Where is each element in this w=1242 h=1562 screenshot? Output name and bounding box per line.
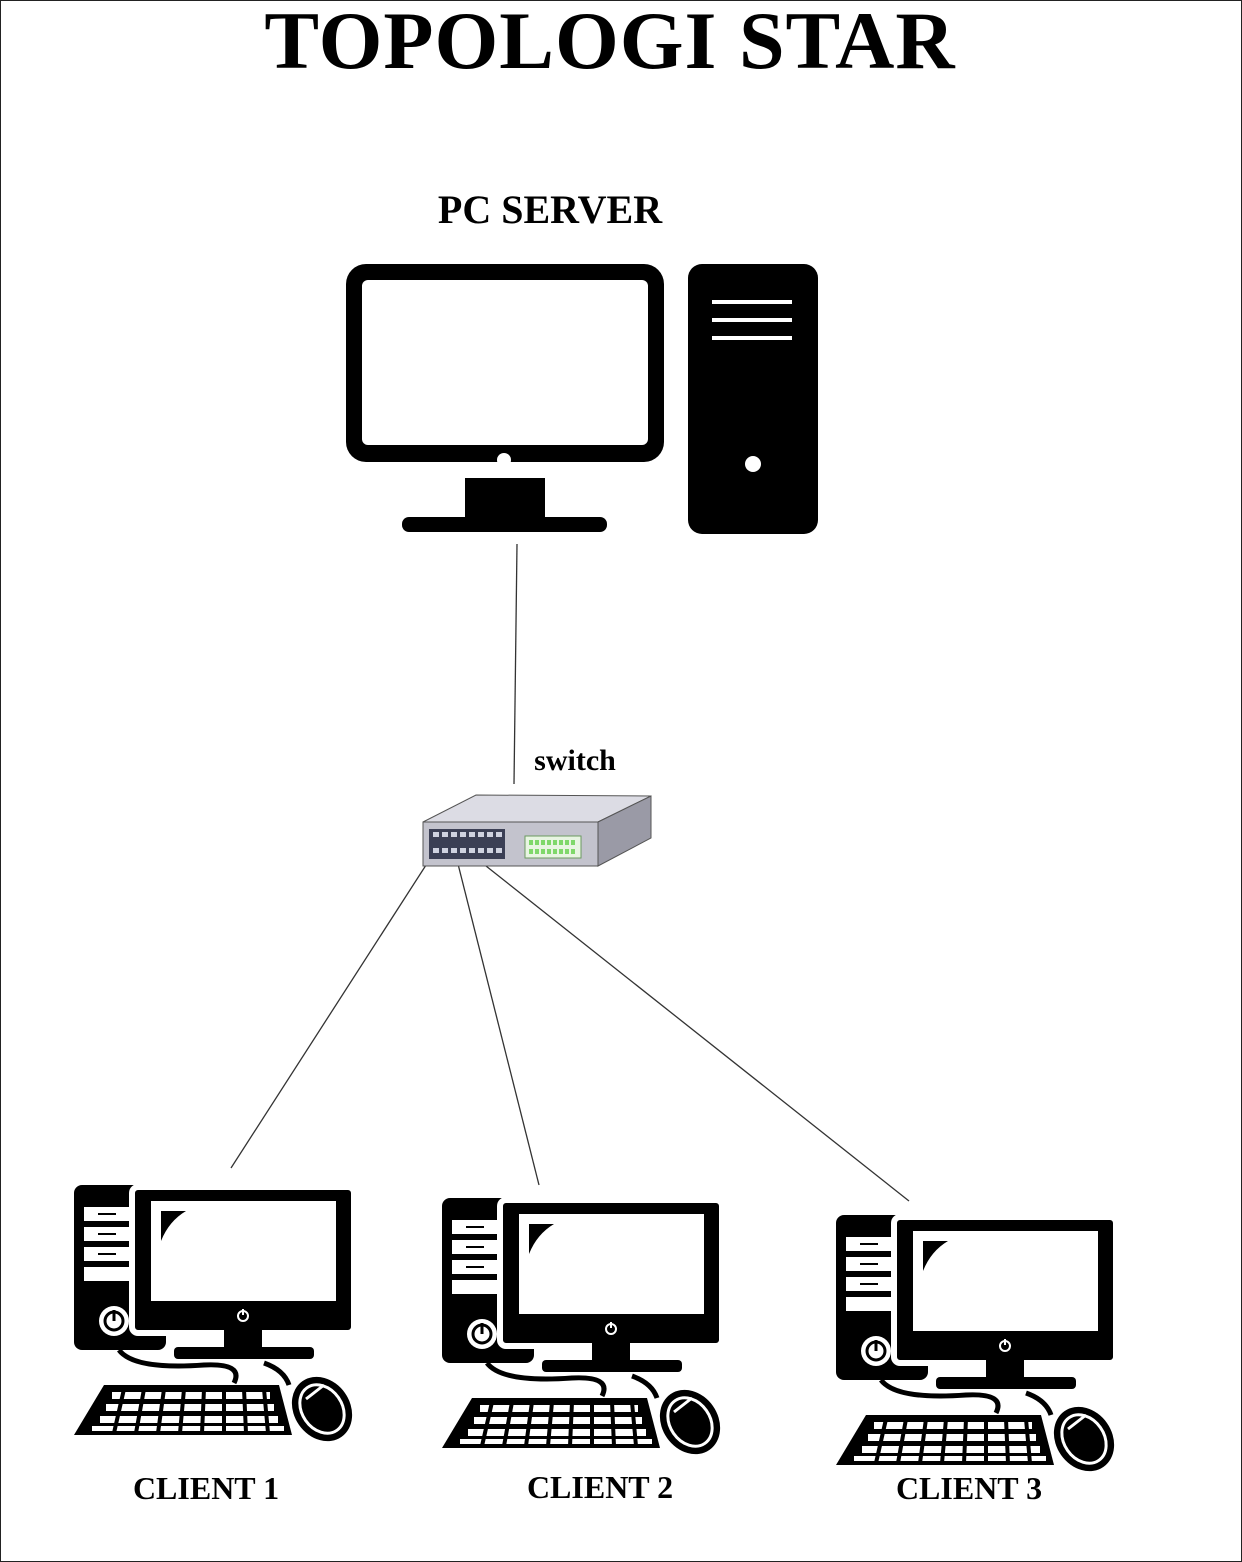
diagram-title: TOPOLOGI STAR	[264, 0, 956, 86]
client-3-workstation-icon	[836, 1215, 1126, 1483]
client-2-label: CLIENT 2	[526, 1469, 674, 1505]
server-label: PC SERVER	[437, 187, 663, 232]
link-server-switch	[513, 543, 518, 785]
switch-label: switch	[534, 744, 616, 777]
link-switch-client-3	[485, 865, 910, 1202]
link-switch-client-1	[230, 861, 429, 1169]
connection-lines	[230, 543, 910, 1202]
client-1-label: CLIENT 1	[132, 1470, 280, 1506]
client-3-label: CLIENT 3	[895, 1470, 1043, 1506]
link-switch-client-2	[457, 863, 540, 1186]
network-switch-icon	[422, 794, 652, 867]
desktop-computer-icon	[346, 264, 818, 534]
client-2-workstation-icon	[442, 1198, 732, 1466]
client-1-workstation-icon	[74, 1185, 364, 1453]
